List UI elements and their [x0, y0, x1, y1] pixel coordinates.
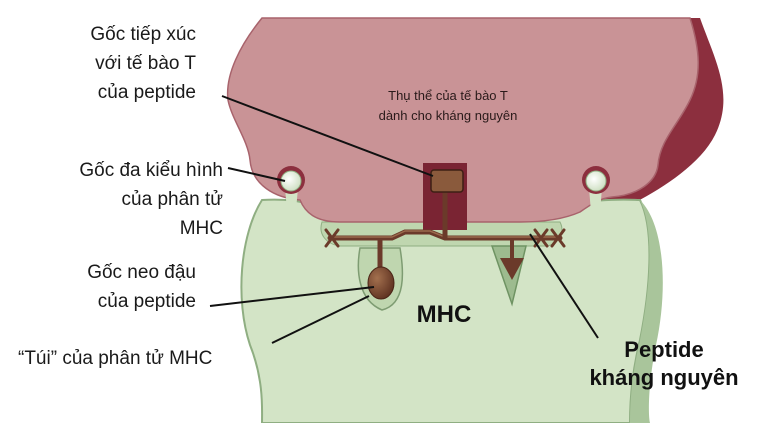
label-pocket: “Túi” của phân tử MHC	[18, 348, 212, 369]
peptide-notch-residue	[500, 258, 524, 280]
label-peptide-line1: Peptide	[624, 337, 703, 362]
peptide-end-left	[324, 228, 340, 248]
leader-lines	[209, 95, 599, 344]
label-polymorphic-line3: MHC	[180, 218, 223, 239]
label-tcr-line1: Thụ thể của tế bào T	[388, 88, 508, 103]
leader-anchor	[209, 286, 375, 307]
label-anchor-line1: Gốc neo đậu	[87, 262, 196, 283]
label-tcr-line2: dành cho kháng nguyên	[379, 108, 518, 123]
label-tcr-contact-line2: với tế bào T	[95, 53, 196, 74]
leader-peptide	[529, 233, 599, 339]
mhc-polymorphic-knob-right	[585, 170, 607, 192]
leader-polymorphic	[227, 167, 286, 182]
label-anchor-line2: của peptide	[98, 291, 196, 312]
label-tcr-contact-line1: Gốc tiếp xúc	[90, 24, 196, 45]
peptide-tcr-contact-residue	[430, 169, 464, 193]
tcr-body-shape	[226, 17, 699, 223]
leader-pocket	[271, 295, 370, 344]
peptide-backbone-highlight	[330, 230, 560, 238]
label-mhc: MHC	[417, 301, 472, 328]
leader-tcr-contact	[221, 95, 434, 177]
mhc-shadow	[630, 200, 663, 423]
peptide-anchor-residue	[367, 266, 395, 300]
label-polymorphic-line2: của phân tử	[122, 189, 224, 210]
mhc-polymorphic-stalk-right	[589, 188, 602, 212]
label-peptide-line2: kháng nguyên	[589, 365, 738, 390]
label-tcr-contact-line3: của peptide	[98, 82, 196, 103]
label-polymorphic-line1: Gốc đa kiểu hình	[79, 160, 223, 181]
